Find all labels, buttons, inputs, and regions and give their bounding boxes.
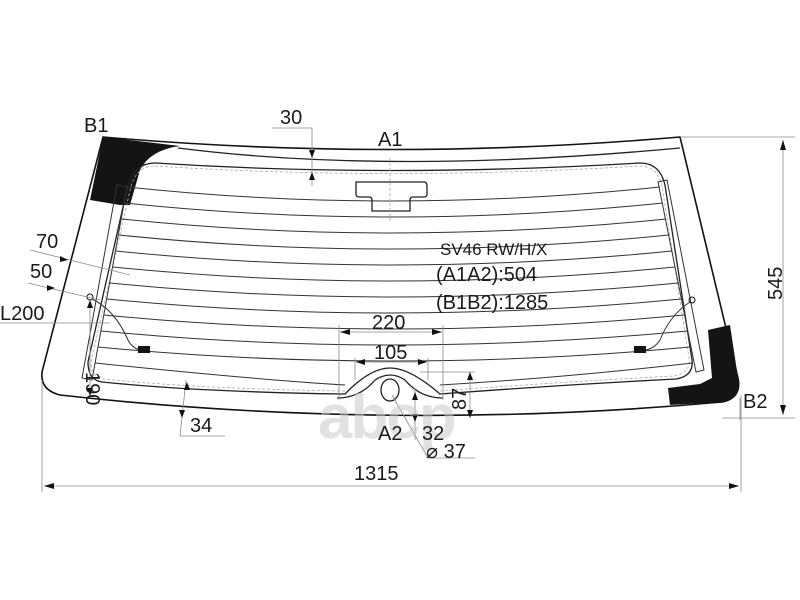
dim-height-87 [420,371,475,418]
dim-label-545: 545 [765,267,787,300]
connector-right [634,296,696,353]
mirror-mount-slot [355,181,428,212]
dim-width-105 [354,358,429,380]
label-a1: A1 [378,129,402,151]
heater-lines [94,186,694,386]
dim-label-87: 87 [449,388,471,410]
bottom-bump [336,374,444,399]
dim-label-30: 30 [280,107,302,129]
b1b2-measurement: (B1B2):1285 [436,292,548,314]
top-band-line [177,147,681,163]
frit-bottom-right [668,325,739,405]
dim-label-32: 32 [422,423,444,445]
glass-outline [41,136,740,417]
dim-label-50: 50 [30,261,52,283]
part-code: SV46 RW/H/X [440,240,547,259]
dim-width-1315 [41,380,742,492]
label-a2: A2 [378,423,402,445]
label-b1: B1 [84,115,108,137]
dim-label-190: 190 [81,372,103,405]
dim-label-l200: L200 [0,303,45,325]
dim-label-105: 105 [374,342,407,364]
dim-label-1315: 1315 [354,463,399,485]
bus-bar-right [657,179,705,373]
a1a2-measurement: (A1A2):504 [436,264,537,286]
dim-left-70-50 [27,249,131,301]
dim-top-30 [272,127,315,186]
dim-left-190 [87,300,93,398]
dim-height-545 [680,136,795,419]
dim-a2-32 [391,388,475,459]
dim-label-220: 220 [372,312,405,334]
bus-bar-left [81,184,128,381]
dim-width-220 [338,325,444,400]
dim-label-70: 70 [36,231,58,253]
heated-area-outline [87,162,693,395]
dim-label-34: 34 [190,415,212,437]
watermark: abcp [318,383,455,452]
washer-hole [380,378,400,402]
dim-bottom-34 [179,379,225,437]
label-b2: B2 [743,391,767,413]
heated-area-dashed [90,165,690,392]
dim-label-dia-37: ⌀ 37 [426,441,466,463]
